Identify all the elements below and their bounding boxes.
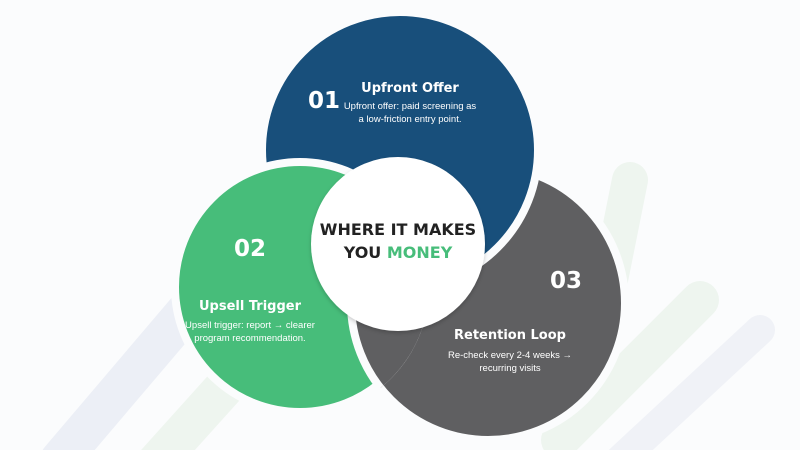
- step-03-description: Re-check every 2-4 weeks →recurring visi…: [447, 350, 573, 374]
- center-title: WHERE IT MAKES YOU MONEY: [318, 218, 478, 264]
- step-03-number: 03: [549, 268, 582, 294]
- center-title-prefix: YOU: [343, 243, 382, 262]
- center-title-highlight: MONEY: [386, 243, 453, 262]
- step-03-title: Retention Loop: [454, 328, 566, 343]
- step-02-title: Upsell Trigger: [198, 299, 301, 314]
- center-title-line1: WHERE IT MAKES: [319, 220, 477, 239]
- step-01-title: Upfront Offer: [361, 81, 459, 96]
- step-02-number: 02: [233, 236, 266, 262]
- center-circle: [311, 157, 485, 331]
- step-01-number: 01: [307, 88, 340, 114]
